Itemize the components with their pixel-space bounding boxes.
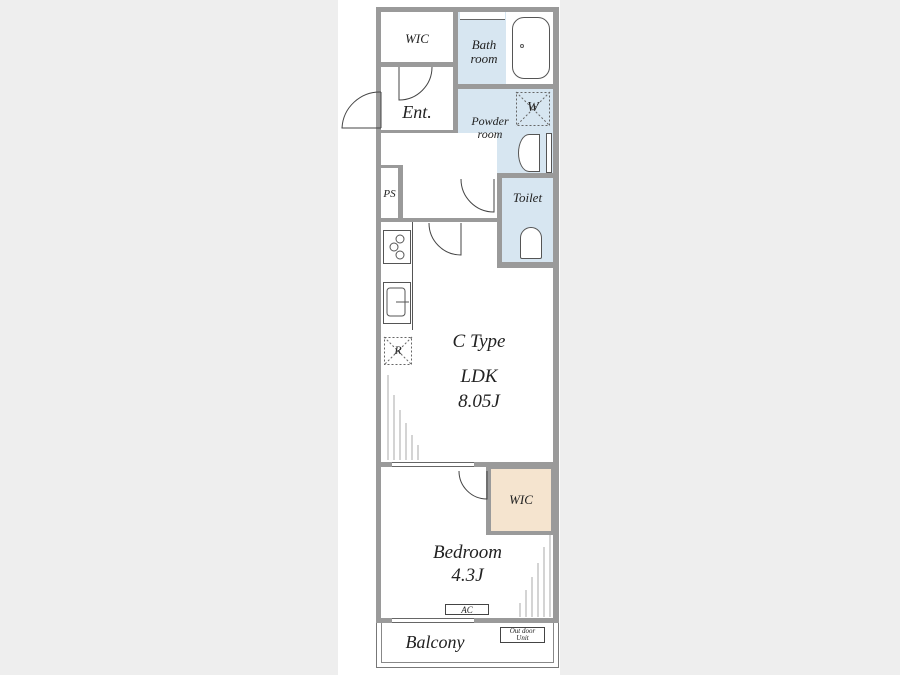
bath-window [460, 12, 505, 20]
balcony-label: Balcony [405, 632, 465, 652]
washer-icon [515, 91, 551, 127]
entrance-label: Ent. [402, 102, 432, 122]
ac-unit: AC [445, 604, 489, 615]
balcony [376, 623, 559, 668]
wic-top-room [381, 12, 453, 62]
bedroom-wic-door-icon[interactable] [458, 470, 488, 500]
shelf-icon [546, 133, 552, 173]
powder-door-icon[interactable] [460, 178, 496, 214]
sink-icon [383, 282, 411, 324]
ldk-door-icon[interactable] [428, 222, 462, 256]
bedroom-label: Bedroom [433, 542, 502, 563]
bedroom-window[interactable] [392, 618, 474, 623]
bathroom-label-1: Bath [471, 37, 497, 52]
powder-label-2: room [477, 127, 503, 142]
wic-top-label: WIC [405, 31, 429, 46]
bathtub-icon [512, 17, 550, 79]
washer-label: W [527, 100, 539, 115]
powder-label-1: Powder [471, 114, 509, 128]
ldk-label: LDK [460, 366, 498, 387]
wic-bedroom [491, 469, 551, 531]
entrance [381, 67, 453, 130]
plan-type-label: C Type [452, 331, 506, 352]
fridge-icon [383, 336, 413, 366]
ps-label: PS [383, 188, 396, 200]
wic-door-icon[interactable] [398, 66, 434, 102]
toilet-label: Toilet [512, 190, 543, 205]
toilet-icon [520, 227, 542, 259]
outdoor-unit: Out door Unit [500, 627, 545, 643]
outdoor-unit-label-1: Out door [509, 627, 536, 635]
outdoor-unit-label-2: Unit [516, 634, 529, 642]
washbasin-icon [518, 134, 540, 172]
fridge-label: R [394, 343, 402, 357]
window-hatch-bedroom [519, 535, 551, 617]
bedroom-size-label: 4.3J [451, 565, 484, 586]
bathtub-drain-icon [520, 44, 524, 48]
kitchen-counter [412, 222, 413, 330]
stove-icon [383, 230, 411, 264]
entrance-door-icon[interactable] [340, 90, 382, 130]
ldk-size-label: 8.05J [458, 391, 500, 412]
ps-room [381, 168, 398, 218]
hallway-lower [403, 133, 497, 218]
window-hatch [387, 375, 419, 460]
bathroom-label-2: room [470, 51, 498, 67]
ldk-window[interactable] [392, 462, 474, 467]
wic-bedroom-label: WIC [509, 492, 533, 507]
balcony-inner [381, 623, 554, 663]
